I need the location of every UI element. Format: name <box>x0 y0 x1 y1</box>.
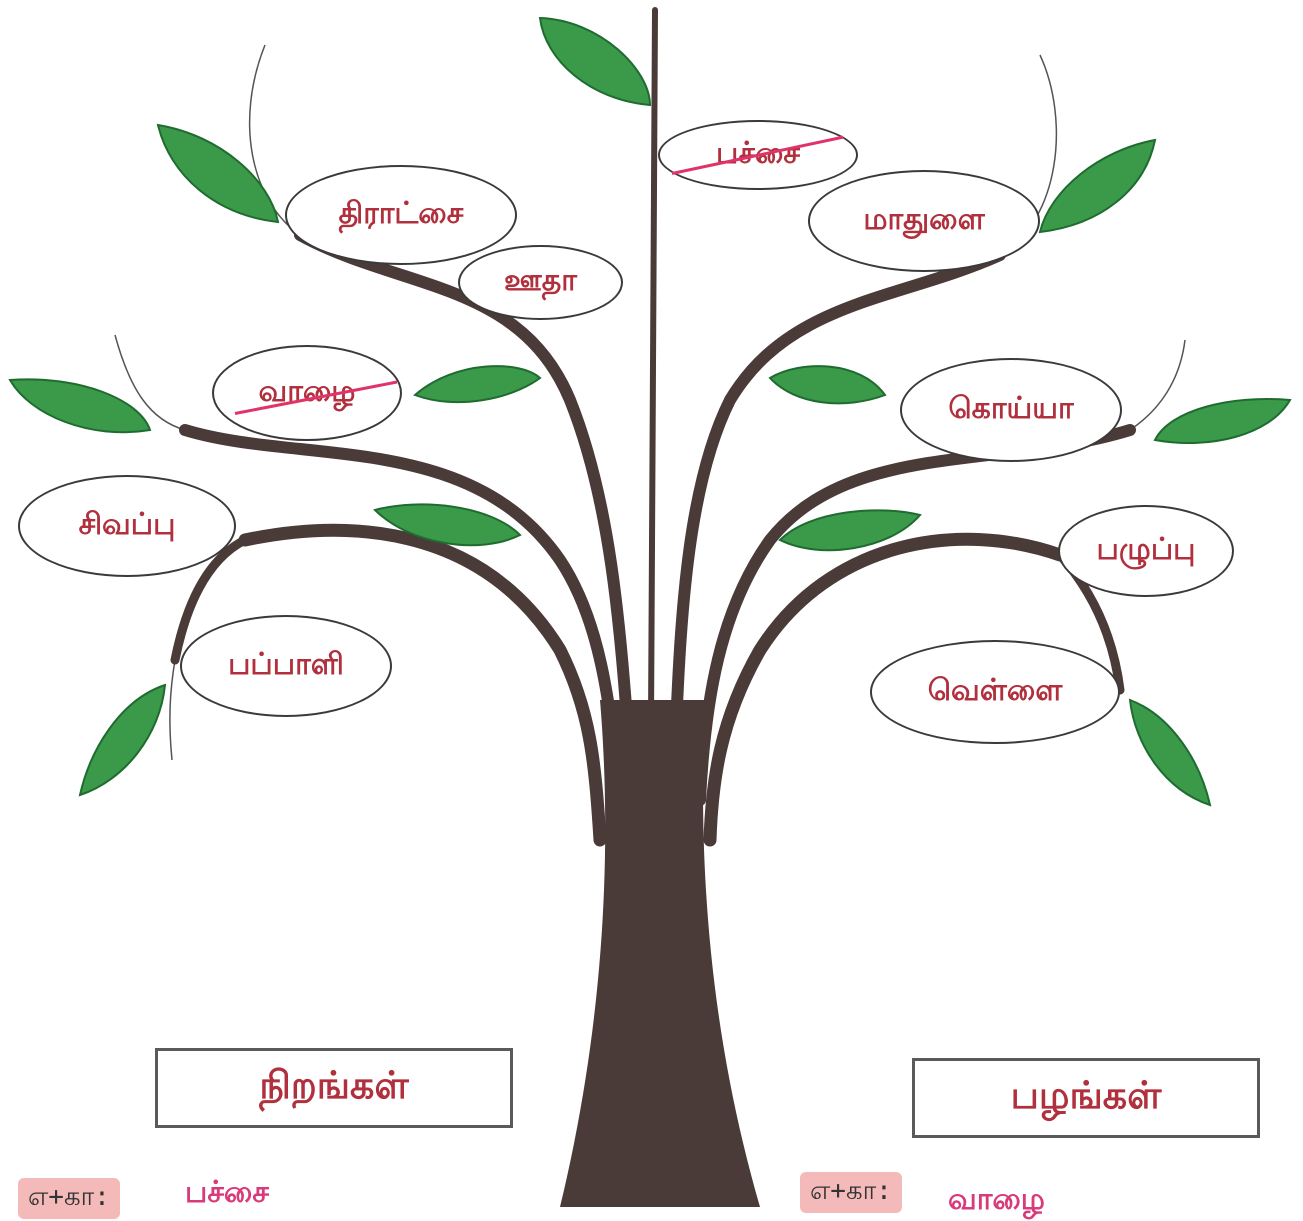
leaf <box>1038 138 1157 234</box>
leaf <box>78 683 167 797</box>
leaf <box>1153 398 1292 444</box>
leaves <box>8 16 1292 807</box>
word-koyyaa: கொய்யா <box>900 358 1122 462</box>
example-answer-left: பச்சை <box>185 1175 269 1210</box>
word-pappaali: பப்பாளி <box>180 615 392 717</box>
tree-trunk <box>560 700 760 1207</box>
category-colors-box: நிறங்கள் <box>155 1048 513 1128</box>
leaf <box>538 16 652 107</box>
word-vaazhai: வாழை <box>212 345 402 441</box>
leaf <box>778 509 922 552</box>
leaf <box>373 503 522 547</box>
leaf <box>768 365 887 405</box>
leaf <box>413 365 542 404</box>
example-tag-left: எ+கா: <box>18 1178 120 1219</box>
word-pazhuppu: பழுப்பு <box>1058 505 1234 597</box>
example-tag-right: எ+கா: <box>800 1172 902 1213</box>
leaf <box>156 123 280 224</box>
word-oothaa: ஊதா <box>458 245 623 320</box>
leaf <box>8 378 152 434</box>
category-fruits-box: பழங்கள் <box>912 1058 1260 1138</box>
word-thiratchai: திராட்சை <box>285 165 517 265</box>
example-answer-right: வாழை <box>948 1182 1045 1217</box>
word-vellai: வெள்ளை <box>870 640 1120 744</box>
leaf <box>1128 698 1212 807</box>
word-sivappu: சிவப்பு <box>18 475 236 577</box>
word-maathulai: மாதுளை <box>808 170 1040 272</box>
